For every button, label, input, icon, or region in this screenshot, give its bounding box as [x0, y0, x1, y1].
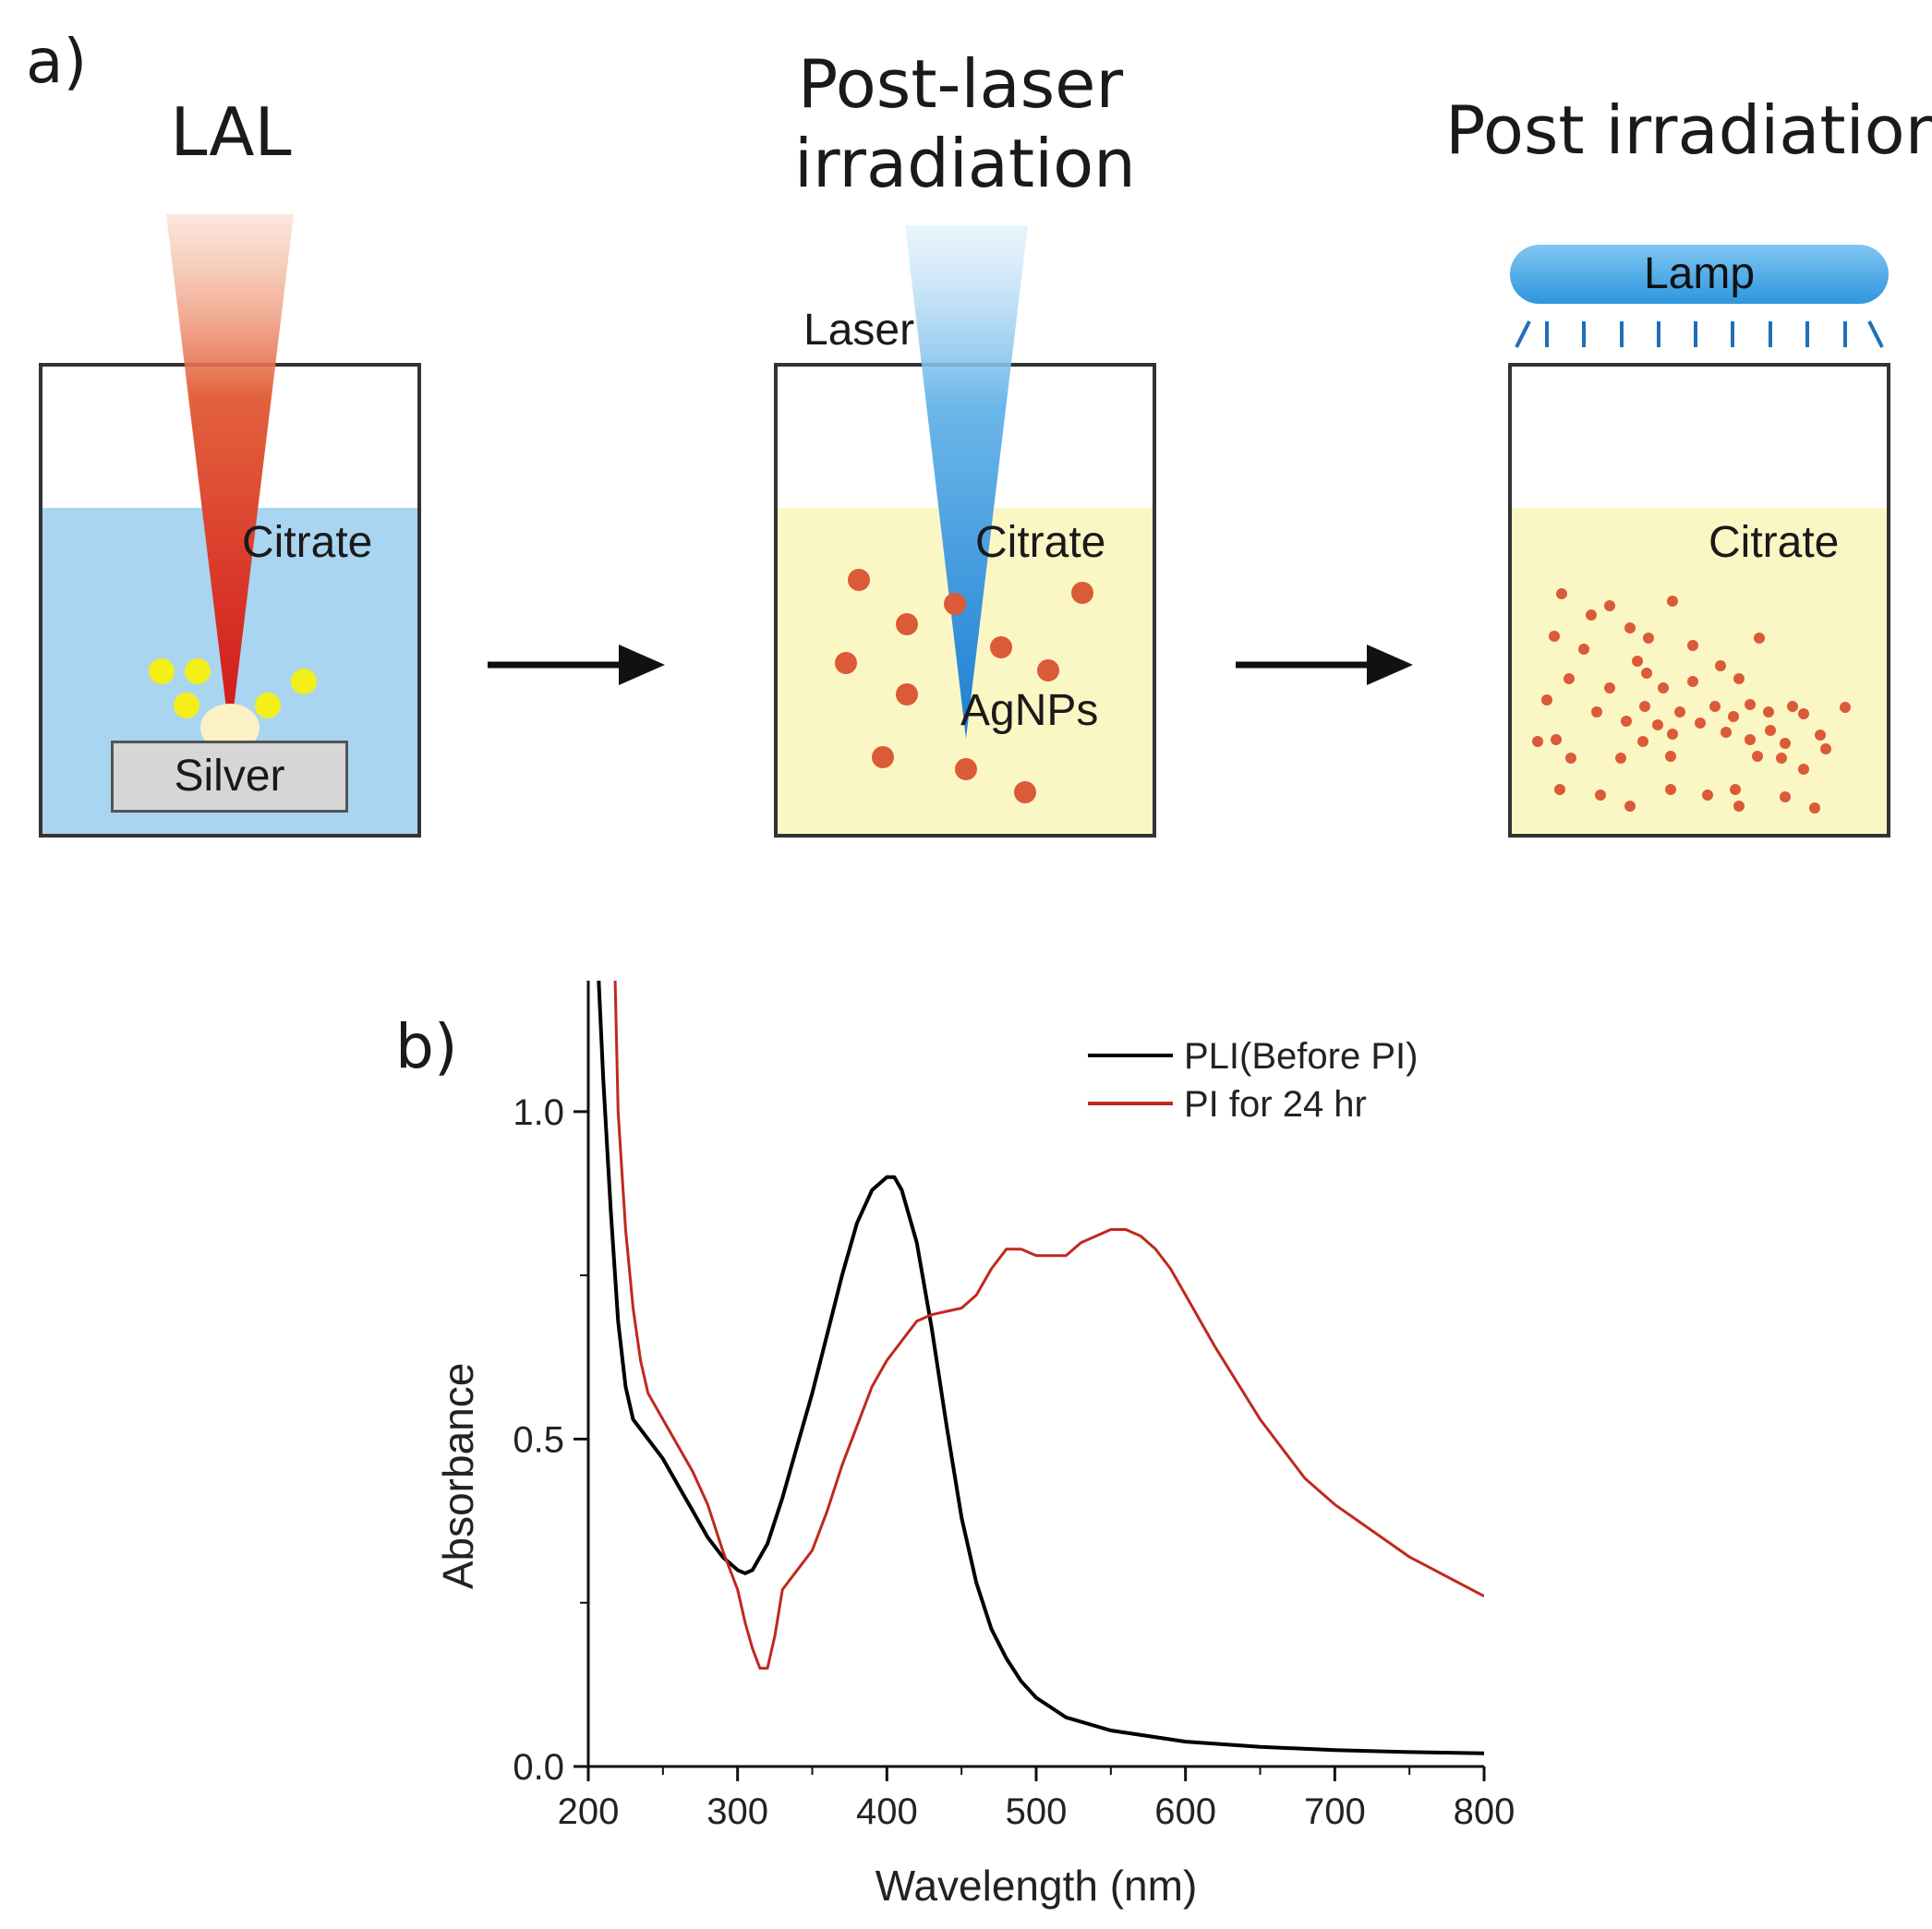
- post-irradiation-liquid: [1512, 508, 1887, 834]
- x-axis-label: Wavelength (nm): [875, 1862, 1198, 1910]
- post-laser-title: Post-laser irradiation: [794, 44, 1136, 204]
- legend-label-1: PI for 24 hr: [1184, 1084, 1367, 1125]
- y-tick-label: 0.0: [513, 1747, 564, 1788]
- post-laser-title-line1: Post-laser: [797, 45, 1124, 123]
- x-tick-label: 300: [706, 1791, 768, 1832]
- lal-title: LAL: [170, 93, 292, 171]
- x-tick-label: 800: [1454, 1791, 1515, 1832]
- agnps-label: AgNPs: [960, 686, 1099, 735]
- post-irradiation-citrate-label: Citrate: [1709, 518, 1840, 567]
- series-line-1: [613, 981, 1484, 1670]
- y-tick-label: 0.5: [513, 1419, 564, 1460]
- lamp-label: Lamp: [1643, 249, 1756, 298]
- x-tick-label: 400: [856, 1791, 918, 1832]
- post-irradiation-title: Post irradiation: [1445, 91, 1932, 169]
- panel-a-label: a): [26, 26, 88, 97]
- small-agnp-particles: [1532, 588, 1851, 814]
- post-laser-citrate-label: Citrate: [975, 518, 1106, 567]
- y-tick-label: 1.0: [513, 1092, 564, 1133]
- lal-beam: [149, 214, 317, 752]
- silver-label: Silver: [174, 752, 285, 801]
- arrow-step2-to-step3: [1236, 645, 1413, 685]
- x-tick-label: 500: [1006, 1791, 1068, 1832]
- x-tick-label: 700: [1304, 1791, 1366, 1832]
- panel-b-label: b): [395, 1011, 458, 1082]
- agnp-particles: [835, 569, 1093, 803]
- lamp: Lamp: [1510, 245, 1889, 304]
- post-laser-title-line2: irradiation: [794, 125, 1136, 203]
- laser-beam: [835, 225, 1093, 803]
- legend-label-0: PLI(Before PI): [1184, 1036, 1418, 1077]
- ablated-particles: [149, 658, 317, 718]
- lamp-rays: [1515, 320, 1884, 348]
- laser-label: Laser: [803, 306, 915, 355]
- x-tick-label: 600: [1154, 1791, 1216, 1832]
- arrow-step1-to-step2: [488, 645, 665, 685]
- lal-citrate-label: Citrate: [242, 518, 373, 567]
- plume-glow: [200, 704, 260, 752]
- y-axis-label: Absorbance: [434, 1363, 482, 1590]
- x-tick-label: 200: [558, 1791, 620, 1832]
- post-irradiation-beaker: [1508, 363, 1890, 838]
- silver-target: Silver: [111, 741, 348, 813]
- series-line-0: [597, 981, 1484, 1755]
